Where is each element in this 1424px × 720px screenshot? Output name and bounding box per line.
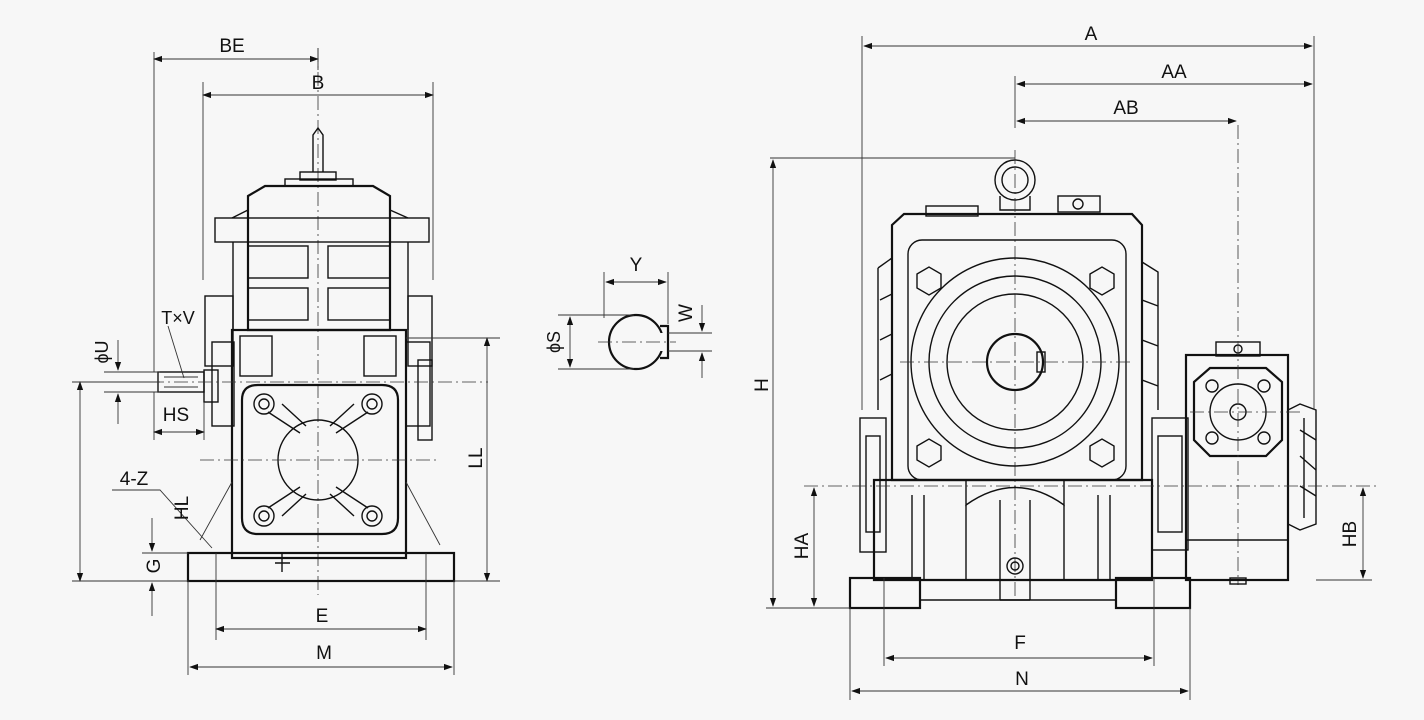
label-ll: LL <box>466 447 487 468</box>
label-e: E <box>316 606 329 627</box>
label-aa: AA <box>1161 62 1187 83</box>
label-phi-s: ϕS <box>544 331 564 353</box>
label-be: BE <box>219 36 244 57</box>
label-g: G <box>144 559 165 574</box>
label-a: A <box>1085 24 1098 45</box>
label-hs: HS <box>163 405 189 426</box>
label-m: M <box>316 643 332 664</box>
label-f: F <box>1014 633 1026 654</box>
label-phi-u: ϕU <box>92 340 112 363</box>
label-h: H <box>752 378 773 392</box>
label-ha: HA <box>792 532 813 559</box>
label-n: N <box>1015 669 1029 690</box>
front-view: A AA AB H HA HB F N <box>752 24 1380 700</box>
shaft-key-detail: Y ϕS W <box>544 255 712 378</box>
label-hb: HB <box>1340 521 1361 547</box>
label-y: Y <box>630 255 643 276</box>
label-ab: AB <box>1113 98 1138 119</box>
label-w: W <box>676 304 697 322</box>
side-view: BE B T×V ϕU HS 4-Z HL G LL E M <box>72 36 500 675</box>
label-4-z: 4-Z <box>120 469 149 490</box>
label-hl: HL <box>172 496 193 520</box>
label-b: B <box>312 73 325 94</box>
label-txv: T×V <box>161 308 195 328</box>
